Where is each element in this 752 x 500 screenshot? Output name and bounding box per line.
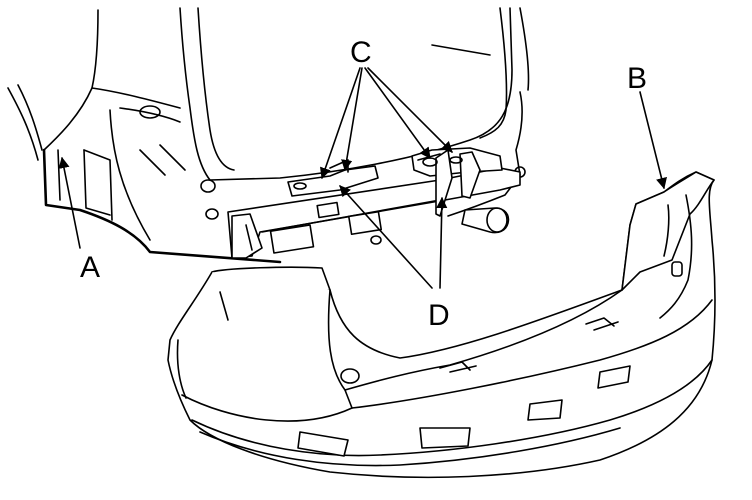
callout-label-c: C	[350, 36, 372, 69]
arrow-a	[58, 156, 81, 249]
arrow-c-2	[341, 67, 363, 172]
callout-label-d: D	[428, 299, 450, 332]
callout-label-a: A	[80, 251, 100, 284]
arrow-c-4	[367, 67, 453, 153]
arrow-d-1	[339, 185, 433, 289]
arrow-d-2	[436, 196, 448, 289]
arrow-b	[639, 91, 667, 190]
callout-label-b: B	[627, 62, 647, 95]
callout-arrows	[58, 67, 667, 289]
arrow-c-1	[319, 67, 361, 180]
rear-bumper-cover	[167, 171, 716, 479]
arrow-c-3	[364, 67, 431, 159]
